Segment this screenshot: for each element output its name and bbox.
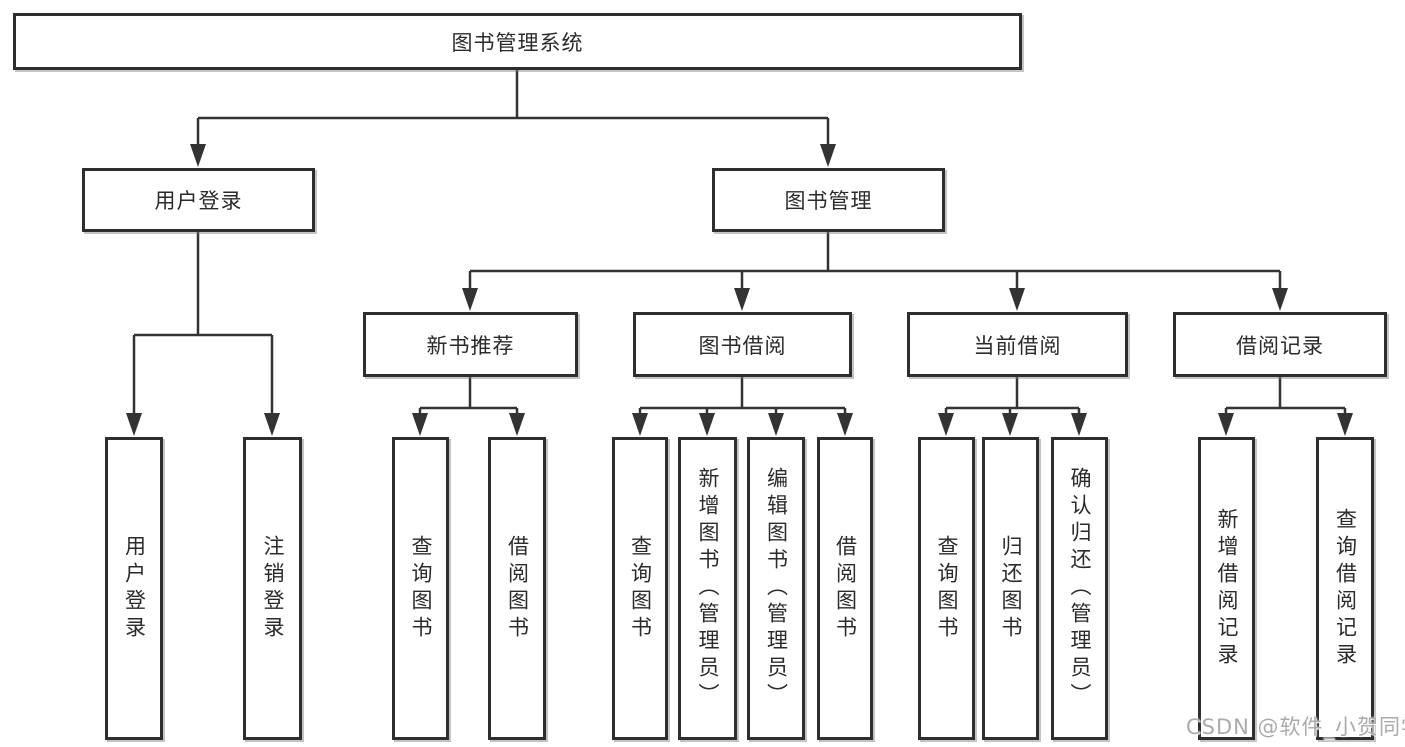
arrow-down-icon xyxy=(1002,413,1018,436)
leaf-query-books-borrow: 查询图书 xyxy=(612,437,668,740)
arrow-down-icon xyxy=(820,144,836,167)
arrow-down-icon xyxy=(1218,413,1234,436)
watermark: CSDN @软件_小贺同学 xyxy=(1186,715,1405,739)
arrow-down-icon xyxy=(1071,413,1087,436)
node-book-borrowing: 图书借阅 xyxy=(633,312,852,377)
arrow-down-icon xyxy=(734,288,750,311)
arrow-down-icon xyxy=(768,413,784,436)
node-label: 注销登录 xyxy=(261,534,285,643)
node-label: 新书推荐 xyxy=(426,333,515,358)
node-borrowing-records: 借阅记录 xyxy=(1173,312,1387,377)
node-current-borrowing: 当前借阅 xyxy=(907,312,1128,377)
node-label: 新增借阅记录 xyxy=(1215,507,1239,670)
leaf-query-books-current: 查询图书 xyxy=(918,437,975,740)
leaf-return-books: 归还图书 xyxy=(982,437,1039,740)
node-label: 借阅图书 xyxy=(505,534,530,643)
node-label: 用户登录 xyxy=(122,534,147,643)
leaf-query-borrow-record: 查询借阅记录 xyxy=(1316,437,1374,740)
leaf-borrow-books-recommend: 借阅图书 xyxy=(488,437,546,740)
node-label: 当前借阅 xyxy=(973,333,1062,358)
node-label: 查询图书 xyxy=(935,534,959,643)
arrow-down-icon xyxy=(1337,413,1353,436)
node-user-login: 用户登录 xyxy=(82,168,315,232)
arrow-down-icon xyxy=(837,413,853,436)
node-label: 查询图书 xyxy=(628,534,653,643)
leaf-borrow-books: 借阅图书 xyxy=(817,437,873,740)
node-label: 用户登录 xyxy=(154,189,243,213)
node-label: 借阅图书 xyxy=(833,534,858,643)
node-new-book-recommendation: 新书推荐 xyxy=(363,312,578,377)
arrow-down-icon xyxy=(1272,288,1288,311)
leaf-logout: 注销登录 xyxy=(243,437,302,740)
arrow-down-icon xyxy=(412,413,428,436)
arrow-down-icon xyxy=(462,288,478,311)
node-label: 图书借阅 xyxy=(698,333,787,358)
leaf-confirm-return-admin: 确认归还（管理员） xyxy=(1051,437,1108,740)
node-label: 编辑图书（管理员） xyxy=(764,467,789,710)
arrow-down-icon xyxy=(264,413,280,436)
arrow-down-icon xyxy=(190,144,206,167)
node-label: 查询图书 xyxy=(409,534,433,643)
node-label: 图书管理 xyxy=(784,189,873,213)
node-label: 图书管理系统 xyxy=(451,30,584,55)
node-book-management: 图书管理 xyxy=(712,168,945,232)
node-label: 新增图书（管理员） xyxy=(696,467,720,710)
arrow-down-icon xyxy=(632,413,648,436)
node-label: 借阅记录 xyxy=(1236,333,1324,358)
arrow-down-icon xyxy=(126,413,142,436)
node-library-management-system: 图书管理系统 xyxy=(13,13,1022,70)
arrow-down-icon xyxy=(938,413,954,436)
node-label: 确认归还（管理员） xyxy=(1068,467,1092,710)
leaf-user-login: 用户登录 xyxy=(105,437,163,740)
arrow-down-icon xyxy=(699,413,715,436)
node-label: 归还图书 xyxy=(999,534,1023,643)
leaf-edit-books-admin: 编辑图书（管理员） xyxy=(747,437,805,740)
leaf-add-books-admin: 新增图书（管理员） xyxy=(678,437,737,740)
leaf-add-borrow-record: 新增借阅记录 xyxy=(1198,437,1255,740)
arrow-down-icon xyxy=(1009,288,1025,311)
leaf-query-books-recommend: 查询图书 xyxy=(392,437,449,740)
arrow-down-icon xyxy=(509,413,525,436)
node-label: 查询借阅记录 xyxy=(1333,507,1358,670)
